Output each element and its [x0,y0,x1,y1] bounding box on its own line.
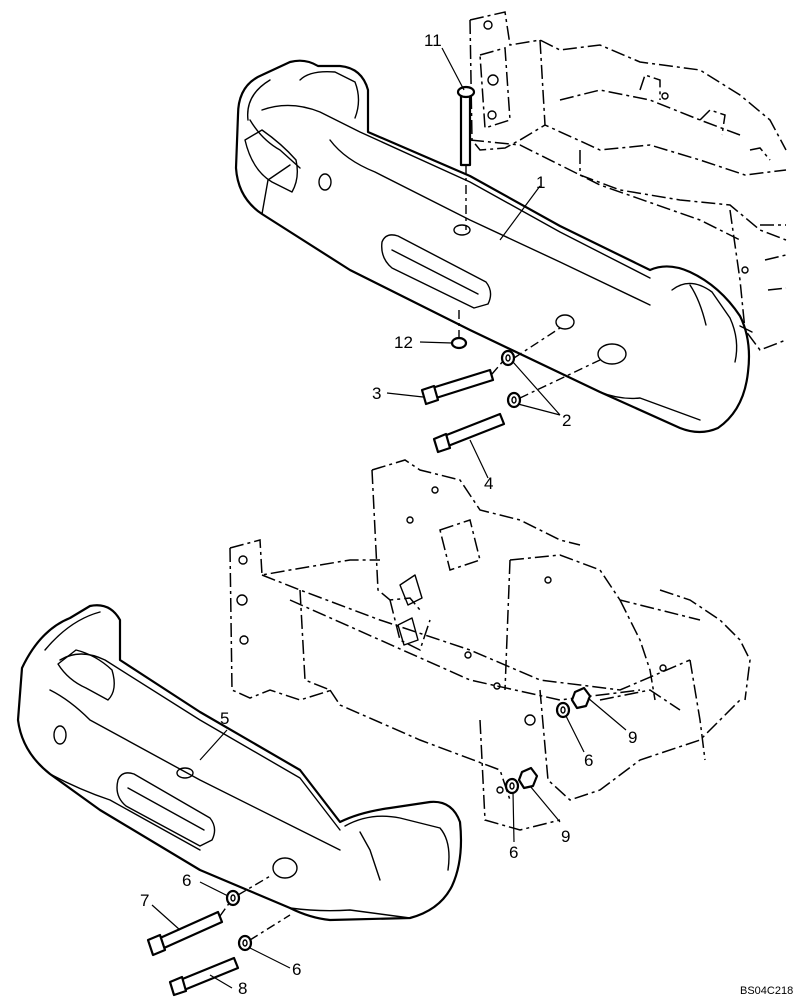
part-12-plug [450,310,468,350]
part-6-washers-lower [225,874,291,952]
counterweight-upper [234,59,753,434]
part-6-9-hardware-upper [504,686,592,795]
callout-7: 7 [140,891,149,910]
callout-12: 12 [394,333,413,352]
lower-chassis-frame [229,459,751,831]
part-4-bolt [432,412,506,454]
callout-9a: 9 [628,728,637,747]
part-3-bolt [420,359,505,406]
callout-8: 8 [238,979,247,998]
callout-6a: 6 [584,751,593,770]
callout-1: 1 [536,173,545,192]
callout-2: 2 [562,411,571,430]
callout-4: 4 [484,474,493,493]
callout-11: 11 [424,31,442,50]
callout-3: 3 [372,384,381,403]
counterweight-lower [16,604,463,922]
callout-6d: 6 [292,960,301,979]
part-2-washers [500,327,601,409]
callout-5: 5 [220,709,229,728]
callout-9b: 9 [561,827,570,846]
part-8-bolt [168,956,240,997]
callout-6b: 6 [509,843,518,862]
part-7-bolt [146,901,231,957]
part-11-lifting-pin [456,85,476,230]
callout-labels: 1 2 3 4 5 6 6 6 6 7 8 9 9 11 12 [140,31,637,998]
callout-6c: 6 [182,871,191,890]
drawing-code: BS04C218 [740,985,793,997]
